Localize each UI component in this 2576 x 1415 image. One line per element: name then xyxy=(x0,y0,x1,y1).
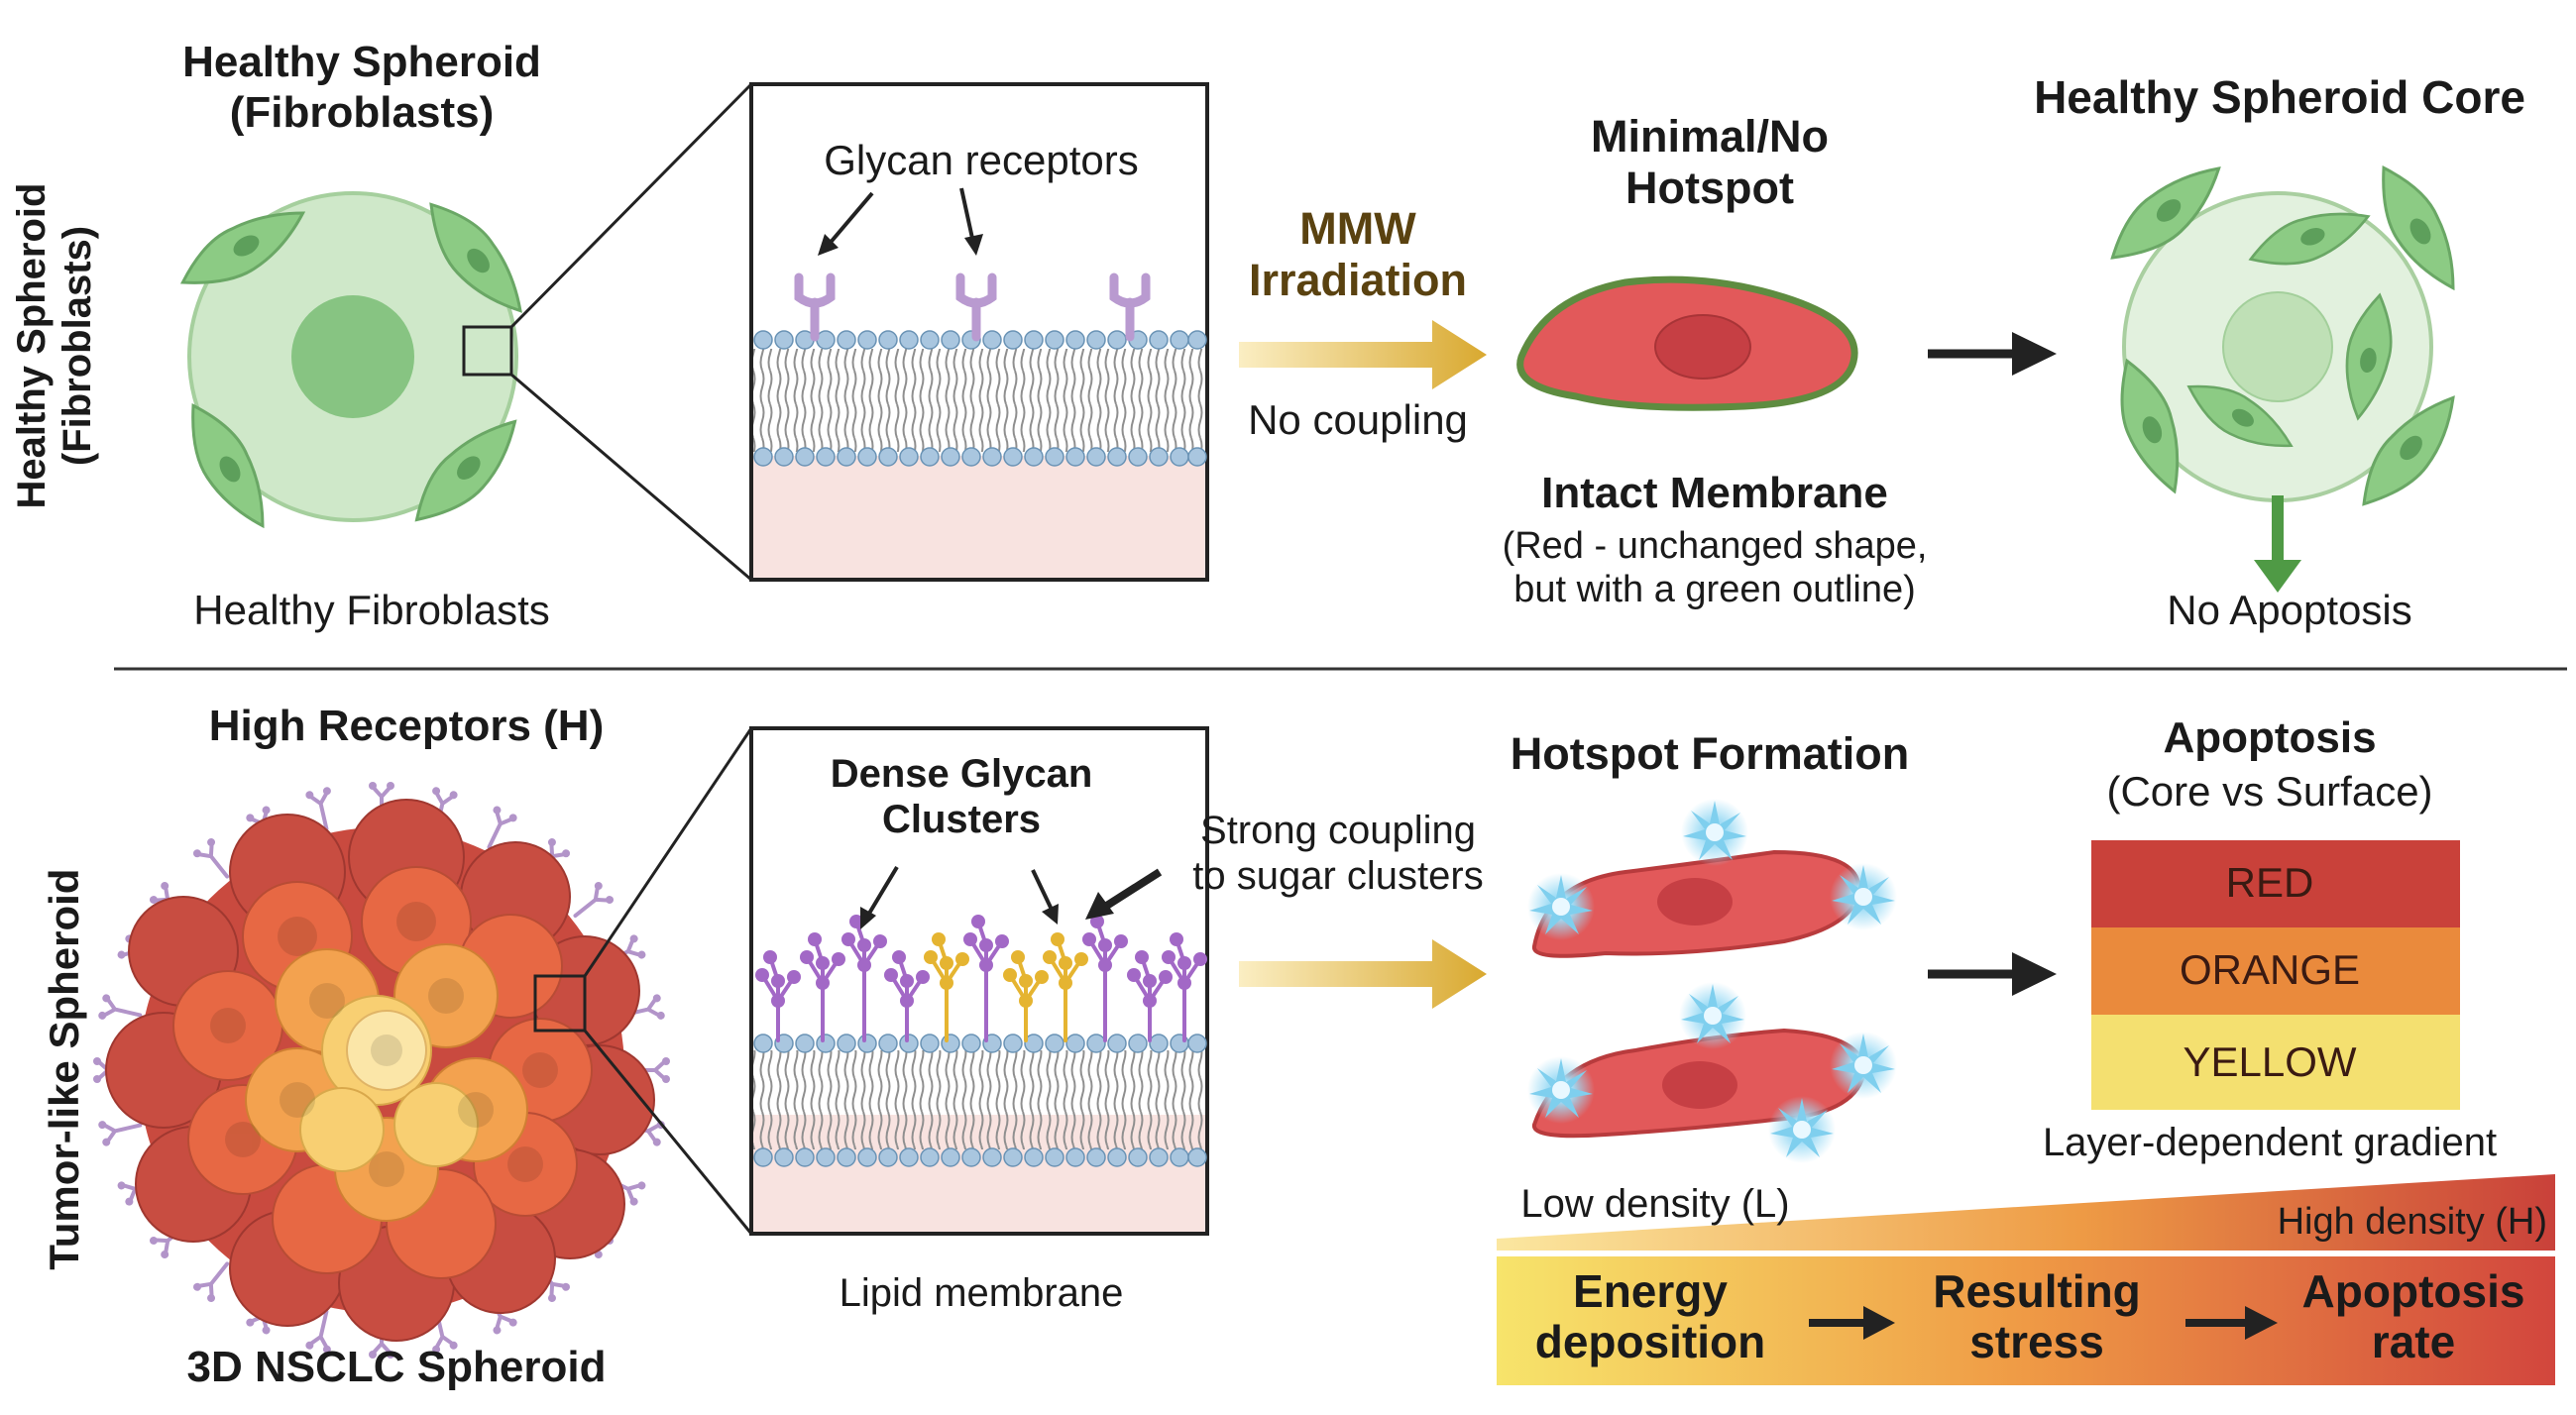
glycan-cluster xyxy=(841,915,887,1042)
dense-glycan-label: Dense Glycan Clusters xyxy=(830,752,1093,841)
flow-apoptosis-rate: Apoptosis rate xyxy=(2301,1265,2525,1367)
intact-membrane-title: Intact Membrane xyxy=(1541,469,1888,517)
gradient-band-yellow xyxy=(2091,1015,2460,1110)
healthy-spheroid-title: Healthy Spheroid (Fibroblasts) xyxy=(182,38,541,137)
arrow-top-to-result xyxy=(1928,332,2057,376)
glycan-cluster xyxy=(1003,950,1049,1042)
no-apoptosis-label: No Apoptosis xyxy=(2167,587,2412,633)
flow-energy-deposition: Energy deposition xyxy=(1534,1265,1766,1367)
glycan-cluster xyxy=(1082,915,1128,1042)
glycan-cluster xyxy=(924,932,969,1042)
glycan-cluster xyxy=(963,915,1009,1042)
minimal-hotspot-title: Minimal/No Hotspot xyxy=(1590,111,1829,213)
apoptosis-title: Apoptosis xyxy=(2163,713,2377,762)
tumor-spheroid-illustration xyxy=(91,727,753,1361)
hotspot-formation-title: Hotspot Formation xyxy=(1510,728,1910,779)
density-wedge xyxy=(1497,1174,2555,1251)
gradient-band-orange xyxy=(2091,927,2460,1015)
gradient-bands xyxy=(2091,840,2460,1110)
healthy-core-title: Healthy Spheroid Core xyxy=(2034,71,2525,123)
gradient-band-label: YELLOW xyxy=(2183,1038,2357,1085)
glycan-receptors-label: Glycan receptors xyxy=(824,137,1139,183)
top-membrane-inset xyxy=(749,82,1209,582)
lipid-membrane-label: Lipid membrane xyxy=(839,1271,1124,1315)
glycan-cluster xyxy=(1043,932,1088,1042)
flow-bar xyxy=(1497,1256,2555,1385)
healthy-spheroid-caption: Healthy Fibroblasts xyxy=(193,587,550,633)
strong-coupling-note: Strong coupling to sugar clusters xyxy=(1192,809,1484,898)
bottom-membrane-inset xyxy=(749,726,1209,1236)
mmw-irradiation-label: MMW Irradiation xyxy=(1248,203,1468,305)
mmw-arrow-top xyxy=(1239,320,1487,389)
flow-resulting-stress: Resulting stress xyxy=(1933,1265,2141,1367)
glycan-cluster xyxy=(1162,932,1207,1042)
gradient-band-red xyxy=(2091,840,2460,927)
high-receptors-title: High Receptors (H) xyxy=(208,702,605,750)
glycan-cluster xyxy=(884,950,930,1042)
intact-membrane-note: (Red - unchanged shape, but with a green… xyxy=(1502,525,1928,610)
gradient-band-label: RED xyxy=(2225,859,2314,906)
healthy-core-illustration xyxy=(2096,150,2475,593)
high-density-label: High density (H) xyxy=(2277,1201,2547,1243)
low-density-label: Low density (L) xyxy=(1520,1182,1790,1226)
nsclc-spheroid-caption: 3D NSCLC Spheroid xyxy=(186,1343,607,1391)
layer-gradient-caption: Layer-dependent gradient xyxy=(2042,1121,2498,1164)
glycan-cluster xyxy=(755,950,801,1042)
glycan-cluster xyxy=(1127,950,1173,1042)
hotspot-cells xyxy=(1527,799,1897,1163)
row-label-healthy: Healthy Spheroid (Fibroblasts) xyxy=(10,182,99,509)
no-coupling-label: No coupling xyxy=(1248,396,1468,443)
gradient-band-label: ORANGE xyxy=(2179,946,2361,993)
glycan-cluster xyxy=(800,932,845,1042)
mmw-arrow-bottom xyxy=(1239,939,1487,1009)
healthy-spheroid-illustration xyxy=(169,82,753,582)
arrow-bottom-to-gradient xyxy=(1928,952,2057,996)
row-label-tumor: Tumor-like Spheroid xyxy=(40,868,87,1270)
intact-cell xyxy=(1516,275,1858,411)
apoptosis-subtitle: (Core vs Surface) xyxy=(2106,768,2433,815)
receptor-spike xyxy=(565,878,617,928)
